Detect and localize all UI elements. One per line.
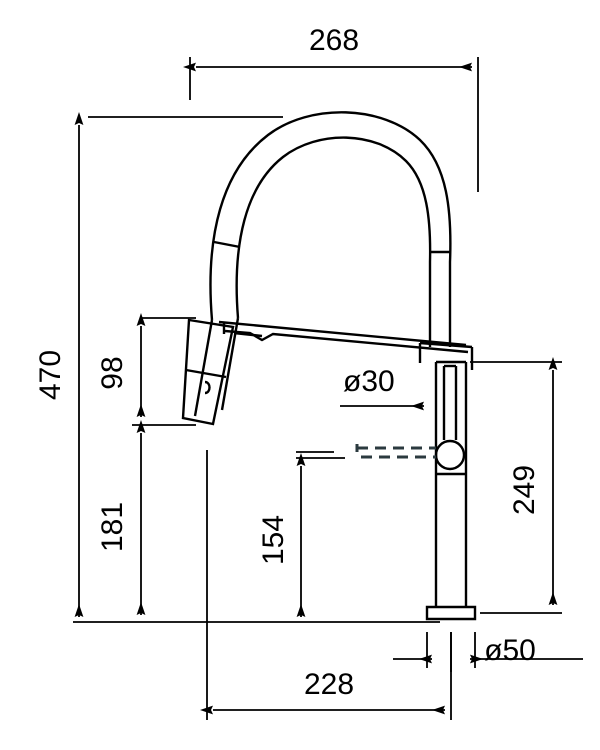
body-round-button: [434, 439, 466, 471]
spray-head-body: [181, 318, 235, 426]
spout-neck-left-outer: [193, 319, 214, 417]
spout-arm-lever: [224, 329, 469, 354]
dashed-reference-line: [355, 444, 436, 459]
dimension-228: [200, 450, 452, 720]
dim-label-98: 98: [96, 356, 129, 389]
body-collar-top: [419, 341, 473, 349]
dimension-268: [183, 57, 479, 192]
dim-label-268: 268: [309, 24, 359, 57]
base-flange: [425, 605, 477, 621]
dimension-249: [470, 357, 562, 614]
dim-label-228: 228: [304, 668, 354, 701]
coil-tick-left: [213, 240, 241, 249]
dimension-154: [296, 453, 345, 617]
spout-arm-underside: [233, 331, 263, 338]
faucet-outline: [181, 111, 477, 621]
dim-label-470: 470: [34, 350, 67, 400]
spout-arc-outer: [209, 111, 452, 321]
dim-label-181: 181: [96, 502, 129, 552]
spout-arc-inner: [235, 136, 432, 319]
dim-label-d30: ø30: [343, 365, 395, 398]
dimension-470: [74, 112, 283, 617]
dim-label-154: 154: [257, 515, 290, 565]
dim-label-d50: ø50: [484, 634, 536, 667]
spray-head-split: [185, 368, 227, 379]
dim-label-249: 249: [508, 465, 541, 515]
spout-arm-top: [218, 320, 467, 347]
spray-head-button: [204, 380, 211, 395]
dimension-181: [73, 420, 440, 623]
